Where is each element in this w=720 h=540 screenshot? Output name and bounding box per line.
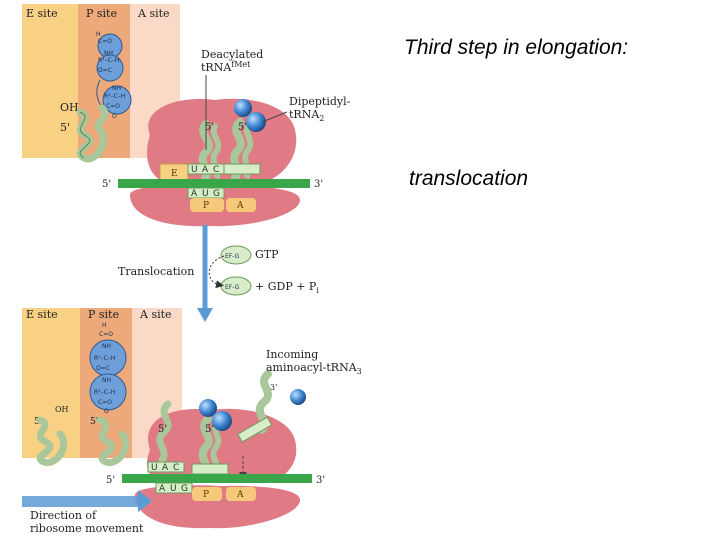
bottom-trna-coil-left [36,416,68,466]
slide-subtitle: translocation [409,167,529,190]
bottom-anticodon-2: A [162,463,169,473]
svg-text:C=O: C=O [99,331,113,338]
translocation-label: Translocation [118,265,194,278]
efg-label-2: EF-G [225,284,240,291]
incoming-aa-ball [290,389,306,405]
top-peptide-chain [96,33,132,115]
bottom-ribo-5prime-a: 5' [158,424,167,435]
svg-text:NH: NH [104,50,113,57]
direction-arrow-head [138,490,152,512]
top-anticodon-2: A [202,165,209,175]
direction-arrow-body [22,496,140,507]
bottom-codon-1: A [159,484,166,494]
bottom-ribo-5prime-b: 5' [205,424,214,435]
svg-text:C=O: C=O [98,38,112,45]
bottom-exiting-trna [156,400,172,464]
bottom-codon-3: G [181,484,188,494]
middle-step: Translocation EF-G GTP EF-G + GDP + Pi [118,225,319,322]
bottom-mrna-5prime: 5' [106,475,115,486]
incoming-label: Incoming [266,348,318,361]
bottom-anticodon-3: C [173,463,179,473]
svg-text:R¹–C–H: R¹–C–H [94,355,115,362]
top-trna-5prime: 5' [60,121,70,134]
bottom-peptide-chem-text: H C=O NH R¹–C–H O=C NH R²–C–H C=O O [94,322,115,415]
svg-text:C=O: C=O [98,399,112,406]
top-codon-3: G [213,189,220,199]
top-ribo-p-label: P [203,201,209,211]
bottom-codon-2: U [170,484,177,494]
top-p-site-label: P site [86,7,117,20]
translocation-arrow-head [197,308,213,322]
top-dipeptide-ball-2 [246,112,266,132]
svg-text:O=C: O=C [96,365,110,372]
top-peptide-chem-text: H C=O NH R¹–C–H O=C NH R²–C–H C=O O [96,31,125,120]
bottom-mrna-3prime: 3' [316,475,325,486]
top-ribo-5prime-a: 5' [205,122,214,133]
direction-label-1: Direction of [30,509,97,522]
bottom-dipeptide-ball-2 [212,411,232,431]
svg-text:R¹–C–H: R¹–C–H [98,57,119,64]
bottom-p-site-label: P site [88,308,119,321]
direction-label-2: ribosome movement [30,522,144,535]
bottom-peptide-chain [89,339,127,411]
top-ribo-a-label: A [236,201,244,211]
incoming-aa-trna-label: aminoacyl-tRNA3 [266,361,362,376]
bottom-anticodon-1: U [151,463,158,473]
svg-text:NH: NH [102,343,111,350]
top-anticodon-1: U [191,165,198,175]
svg-text:C=O: C=O [106,103,120,110]
top-codon-1: A [191,189,198,199]
svg-text:O: O [104,408,109,415]
top-ribo-5prime-b: 5' [238,122,247,133]
slide-title: Third step in elongation: [404,36,629,59]
dipeptidyl-trna-label: tRNA2 [289,108,324,123]
svg-text:NH: NH [102,377,111,384]
svg-text:H: H [102,322,107,329]
bottom-panel: E site P site A site H C=O NH R¹–C–H O=C… [22,308,362,535]
top-a-site-label: A site [137,7,170,20]
svg-text:R²–C–H: R²–C–H [94,389,115,396]
bottom-trna-5prime-b: 5' [90,417,98,427]
bottom-codon-box [155,482,193,494]
bottom-oh-label: OH [55,405,69,414]
top-e-site-band [22,4,78,158]
top-anticodon-3: C [213,165,219,175]
svg-text:O=C: O=C [98,67,112,74]
top-oh-label: OH [60,101,79,114]
efg-label-1: EF-G [225,253,240,260]
top-mrna-3prime: 3' [314,179,323,190]
svg-text:H: H [96,31,101,38]
bottom-ribo-p-label: P [203,490,209,500]
bottom-a-site-label: A site [139,308,172,321]
svg-text:NH: NH [112,85,121,92]
top-dipeptide-ball-1 [234,99,252,117]
top-mrna-5prime: 5' [102,179,111,190]
gtp-label: GTP [255,248,279,261]
top-ribo-e-label: E [171,169,178,179]
translocation-diagram: E site P site A site H C=O NH R¹–C–H O=C… [22,4,362,535]
svg-text:R²–C–H: R²–C–H [104,93,125,100]
svg-text:O: O [112,113,117,120]
bottom-e-site-label: E site [26,308,58,321]
top-codon-2: U [202,189,209,199]
bottom-anticodon-box [147,461,185,473]
bottom-mrna [122,474,312,483]
incoming-3prime: 3' [270,383,277,392]
deacylated-label: Deacylated [201,48,263,61]
bottom-ribo-a-label: A [236,490,244,500]
bottom-trna-coil-right [96,416,130,466]
deacylated-trna-label: tRNAfMet [201,60,251,74]
top-mrna [118,179,310,188]
gdp-pi-label: + GDP + Pi [255,280,319,295]
top-panel: E site P site A site H C=O NH R¹–C–H O=C… [22,4,351,227]
bottom-dipeptide-ball-1 [199,399,217,417]
bottom-e-site-band [22,308,80,458]
dipeptidyl-label: Dipeptidyl- [289,95,351,108]
top-e-site-label: E site [26,7,58,20]
